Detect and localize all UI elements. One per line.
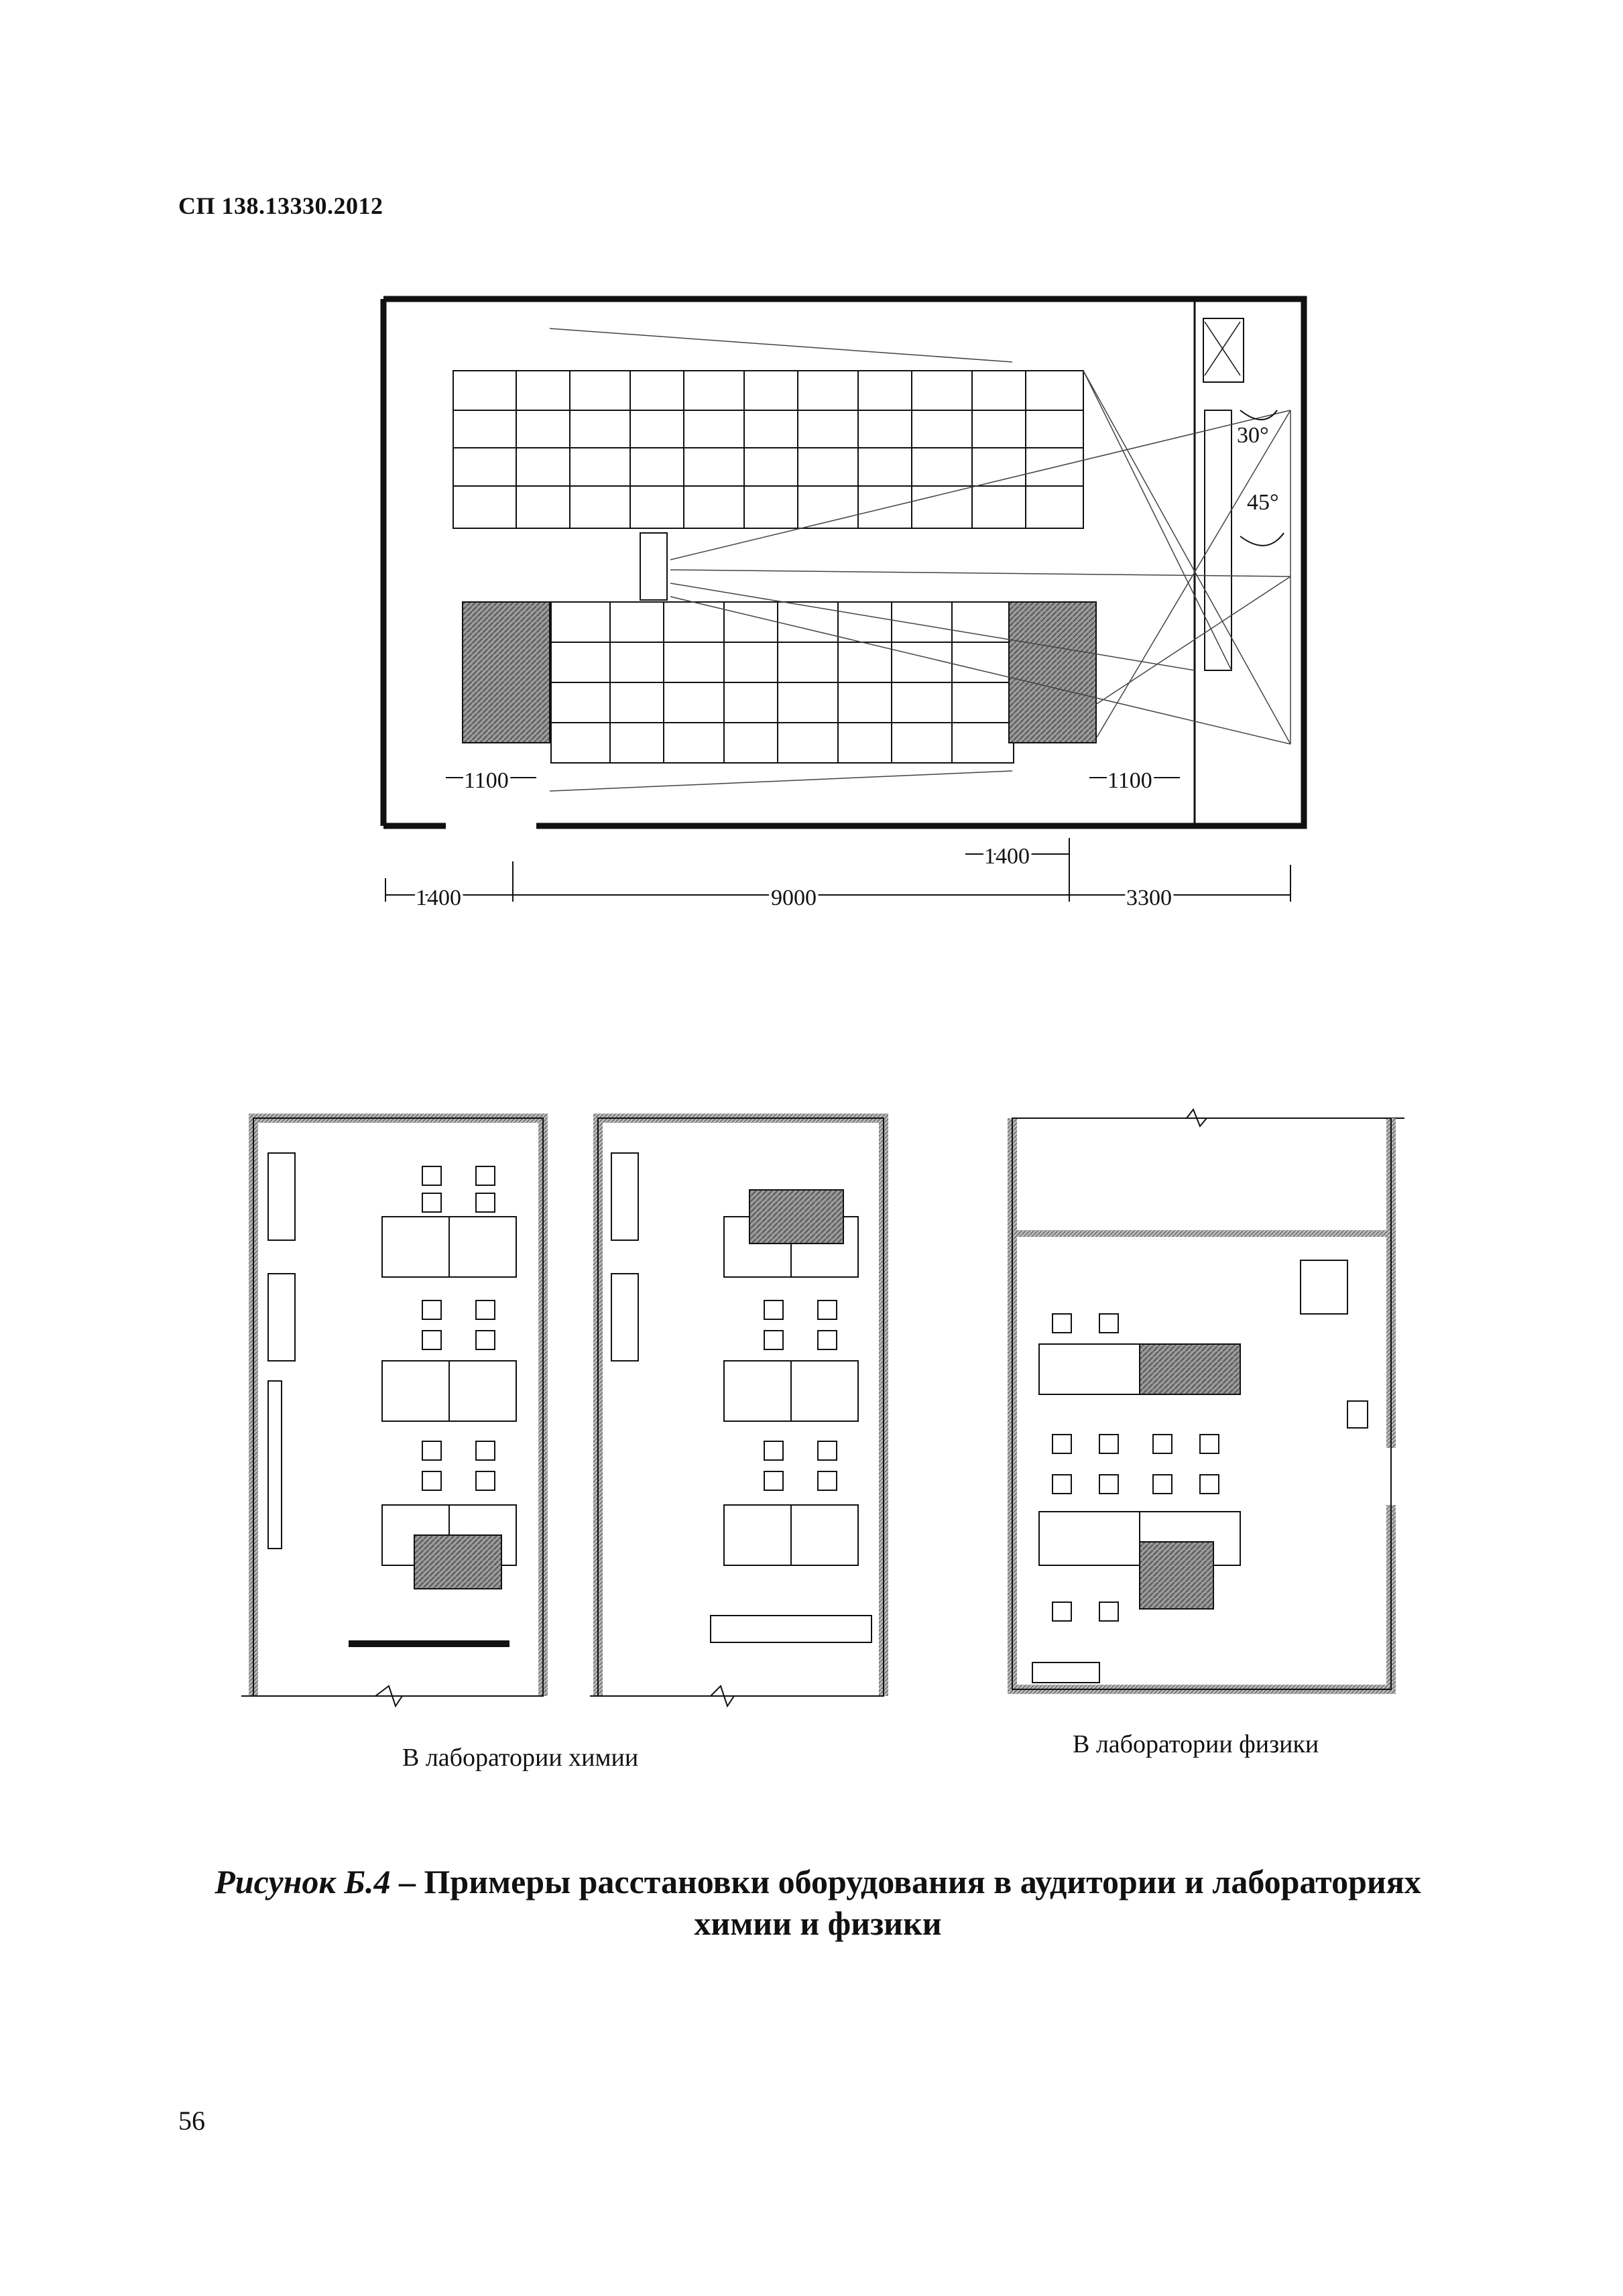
figure-title-line2: химии и физики: [694, 1905, 942, 1942]
angle-arc-45: [1240, 532, 1284, 546]
wheelchair-place-left: [462, 601, 550, 743]
document-code: СП 138.13330.2012: [178, 192, 383, 219]
physics-lab-plan: [1008, 1107, 1404, 1694]
chemistry-lab-plan-1: [241, 1113, 548, 1708]
blackboard: [1204, 410, 1232, 671]
lectern: [640, 532, 668, 601]
wheelchair-place-right: [1008, 601, 1097, 743]
desk-block-lower: [550, 601, 1014, 764]
angle-arc-30: [1240, 410, 1278, 420]
wheelchair-place: [749, 1189, 844, 1244]
figure-title-line1: Примеры расстановки оборудования в аудит…: [424, 1863, 1421, 1900]
figure-caption: Рисунок Б.4 – Примеры расстановки оборуд…: [161, 1861, 1475, 1944]
angle-label-45: 45°: [1247, 490, 1279, 515]
auditorium-wall: [383, 296, 1307, 829]
dimension-segment-right: 3300: [1126, 886, 1172, 910]
physics-lab-caption: В лаборатории физики: [1073, 1730, 1319, 1758]
dimension-aisle-left: 1100: [464, 768, 509, 793]
desk-block-upper: [453, 370, 1084, 529]
page-number: 56: [178, 2106, 205, 2136]
dimension-aisle-right: 1100: [1107, 768, 1152, 793]
angle-label-30: 30°: [1237, 423, 1269, 448]
dimension-segment-left: 1400: [416, 886, 461, 910]
chemistry-lab-plan-2: [590, 1113, 888, 1708]
auditorium-plan: [380, 296, 1307, 902]
wheelchair-place: [1139, 1343, 1241, 1395]
dimension-segment-main: 9000: [771, 886, 817, 910]
figure-label: Рисунок Б.4: [215, 1863, 391, 1900]
dimension-offset: 1400: [984, 844, 1030, 869]
wheelchair-place: [414, 1534, 502, 1589]
figure-dash: –: [390, 1863, 424, 1900]
wheelchair-place: [1139, 1541, 1214, 1610]
chemistry-lab-caption: В лаборатории химии: [402, 1744, 639, 1772]
auditorium-annotations: 30° 45° 1100 1100 1400 1400 9000 3300: [413, 423, 1279, 913]
